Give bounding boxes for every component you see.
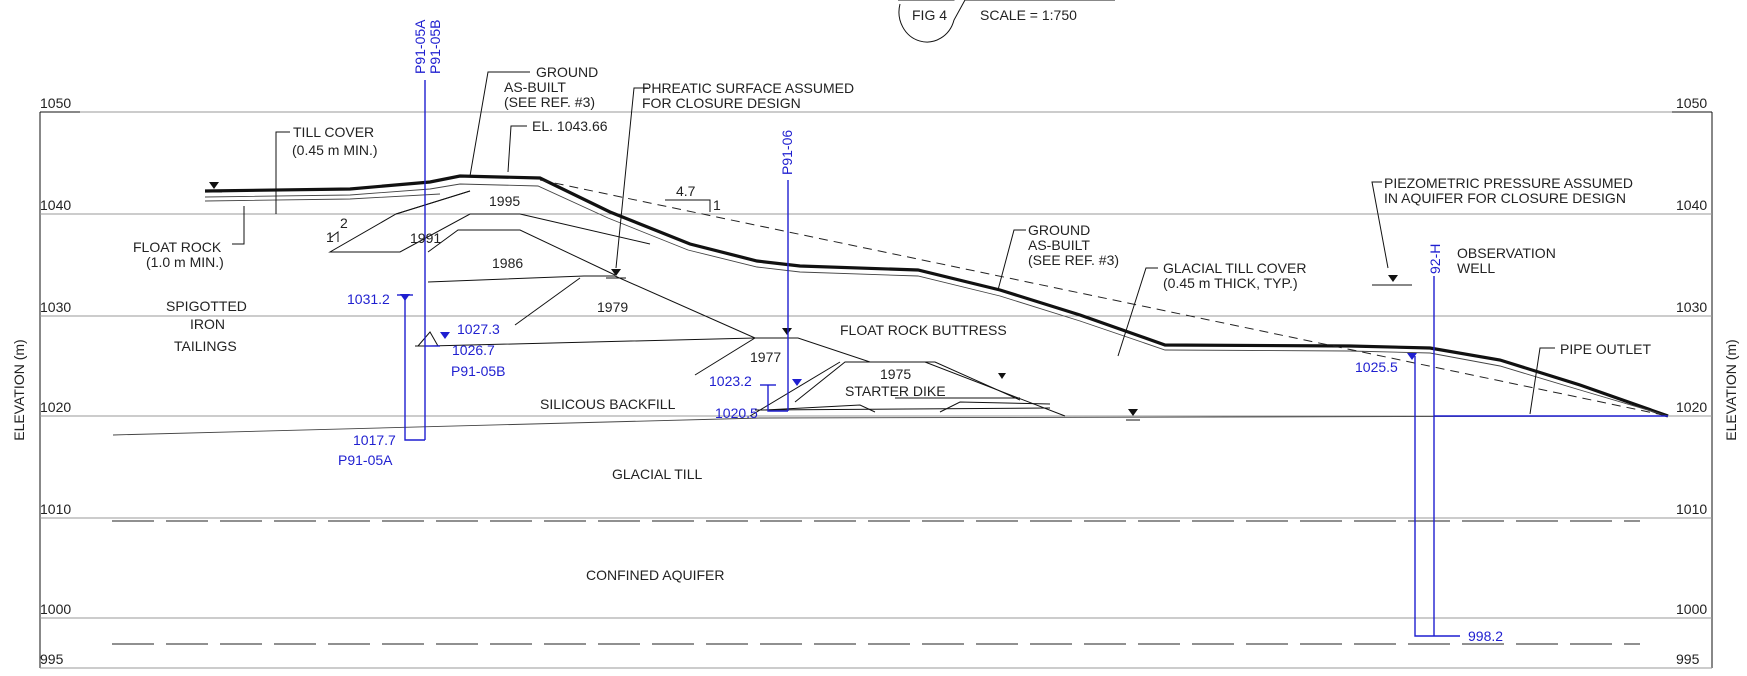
reading-1023-2: 1023.2: [709, 373, 752, 389]
tick-1050-right: 1050: [1676, 95, 1707, 111]
label-el-crest: EL. 1043.66: [532, 118, 608, 134]
label-p9105b-bottom: P91-05B: [451, 363, 505, 379]
phreatic-surface-line: [539, 179, 1669, 417]
label-p9105a-bottom: P91-05A: [338, 452, 393, 468]
axis-label-right: ELEVATION (m): [1723, 339, 1739, 440]
label-phreatic-2: FOR CLOSURE DESIGN: [642, 95, 801, 111]
label-ground-b3: (SEE REF. #3): [1028, 252, 1119, 268]
tick-995-right: 995: [1676, 651, 1700, 667]
tick-labels-right: 1050 1040 1030 1020 1010 1000 995: [1676, 95, 1707, 667]
tick-1010-left: 1010: [40, 501, 71, 517]
well-level-icon-1027: [440, 332, 450, 339]
label-starter-dike: STARTER DIKE: [845, 383, 946, 399]
label-piezo-1: PIEZOMETRIC PRESSURE ASSUMED: [1384, 175, 1633, 191]
fig-number: FIG 4: [912, 7, 947, 23]
tick-1040-right: 1040: [1676, 197, 1707, 213]
slope-indicators: [329, 199, 711, 242]
label-float-buttress: FLOAT ROCK BUTTRESS: [840, 322, 1007, 338]
reading-1026-7: 1026.7: [452, 342, 495, 358]
tick-1020-left: 1020: [40, 399, 71, 415]
tick-995-left: 995: [40, 651, 64, 667]
label-till-cover-2: (0.45 m MIN.): [292, 142, 378, 158]
label-observation-2: WELL: [1457, 260, 1495, 276]
slope-num-2: 2: [340, 215, 348, 231]
reading-1020-5: 1020.5: [715, 405, 758, 421]
label-pipe-outlet: PIPE OUTLET: [1560, 341, 1651, 357]
year-1975: 1975: [880, 366, 911, 382]
axis-label-left: ELEVATION (m): [11, 339, 27, 440]
slope-num-47: 4.7: [676, 183, 696, 199]
well-label-92h: 92-H: [1427, 244, 1443, 274]
slope-num-1b: 1: [713, 197, 721, 213]
label-silicous: SILICOUS BACKFILL: [540, 396, 676, 412]
reading-1025-5: 1025.5: [1355, 359, 1398, 375]
label-ground-1: GROUND: [536, 64, 598, 80]
label-spigotted-2: IRON: [190, 316, 225, 332]
water-level-icon-4: [998, 373, 1006, 379]
tick-1000-left: 1000: [40, 601, 71, 617]
well-level-icon-1023: [792, 379, 802, 386]
label-float-rock-1: FLOAT ROCK: [133, 239, 222, 255]
label-observation-1: OBSERVATION: [1457, 245, 1556, 261]
well-level-icon-1031: [400, 294, 410, 301]
year-1991: 1991: [410, 230, 441, 246]
water-level-icon-1: [209, 182, 219, 189]
label-ground-2: AS-BUILT: [504, 79, 566, 95]
label-ground-b2: AS-BUILT: [1028, 237, 1090, 253]
label-ground-3: (SEE REF. #3): [504, 94, 595, 110]
well-label-p9105a: P91-05A: [412, 19, 428, 74]
label-glacial-till: GLACIAL TILL: [612, 466, 702, 482]
fig-bubble-outline: [898, 0, 966, 43]
water-level-icon-2: [611, 269, 621, 276]
observation-wells: [397, 80, 1668, 637]
label-spigotted-1: SPIGOTTED: [166, 298, 247, 314]
reading-1031-2: 1031.2: [347, 291, 390, 307]
year-1986: 1986: [492, 255, 523, 271]
tick-1050-left: 1050: [40, 95, 71, 111]
tick-1010-right: 1010: [1676, 501, 1707, 517]
tick-1000-right: 1000: [1676, 601, 1707, 617]
label-piezo-2: IN AQUIFER FOR CLOSURE DESIGN: [1384, 190, 1626, 206]
reading-1027-3: 1027.3: [457, 321, 500, 337]
tick-1020-right: 1020: [1676, 399, 1707, 415]
water-level-icon-5: [1128, 409, 1138, 416]
tick-1040-left: 1040: [40, 197, 71, 213]
label-spigotted-3: TAILINGS: [174, 338, 237, 354]
label-confined-aquifer: CONFINED AQUIFER: [586, 567, 724, 583]
tick-1030-left: 1030: [40, 299, 71, 315]
label-glacial-cover-1: GLACIAL TILL COVER: [1163, 260, 1306, 276]
reading-998-2: 998.2: [1468, 628, 1503, 644]
tick-1030-right: 1030: [1676, 299, 1707, 315]
tick-labels-left: 1050 1040 1030 1020 1010 1000 995: [40, 95, 71, 667]
leader-lines: [232, 71, 1555, 415]
water-level-markers: [206, 182, 1412, 421]
well-label-p9105b: P91-05B: [427, 20, 443, 74]
well-label-p9106: P91-06: [779, 130, 795, 175]
well-level-icon-1025: [1407, 353, 1417, 360]
fig-header: FIG 4 SCALE = 1:750: [898, 0, 1115, 43]
label-float-rock-2: (1.0 m MIN.): [146, 254, 224, 270]
observation-well-icon: [1388, 275, 1398, 282]
label-phreatic-1: PHREATIC SURFACE ASSUMED: [642, 80, 854, 96]
dike-lifts: [328, 190, 1066, 417]
annotation-labels: GROUND AS-BUILT (SEE REF. #3) PHREATIC S…: [133, 64, 1651, 583]
water-level-icon-3: [782, 328, 792, 335]
year-1995: 1995: [489, 193, 520, 209]
label-ground-b1: GROUND: [1028, 222, 1090, 238]
slope-num-1a: 1: [326, 229, 334, 245]
label-till-cover-1: TILL COVER: [293, 124, 374, 140]
year-1977: 1977: [750, 349, 781, 365]
year-1979: 1979: [597, 299, 628, 315]
reading-1017-7: 1017.7: [353, 432, 396, 448]
label-glacial-cover-2: (0.45 m THICK, TYP.): [1163, 275, 1298, 291]
scale-label: SCALE = 1:750: [980, 7, 1077, 23]
